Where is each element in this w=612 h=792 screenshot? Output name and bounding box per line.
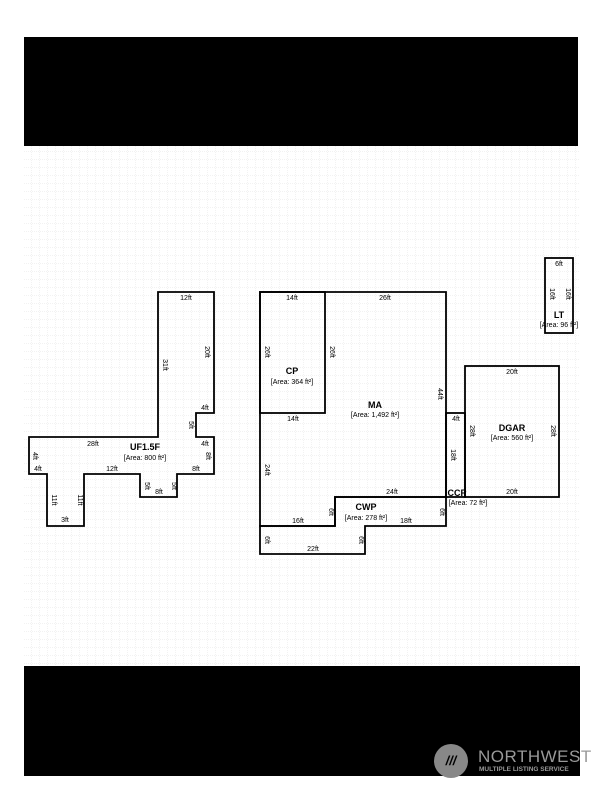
dimension-label: 8ft bbox=[192, 466, 200, 473]
room-area: [Area: 364 ft²] bbox=[271, 379, 313, 386]
room-area: [Area: 278 ft²] bbox=[345, 515, 387, 522]
dimension-label: 11ft bbox=[50, 494, 57, 505]
dimension-label: 20ft bbox=[506, 369, 518, 376]
dimension-label: 6ft bbox=[357, 536, 364, 544]
room-name: LT bbox=[554, 310, 565, 320]
dimension-label: 5ft bbox=[187, 421, 194, 429]
logo-mountains-icon: /// bbox=[434, 744, 468, 778]
logo-name: NORTHWEST bbox=[478, 747, 592, 766]
dimension-label: 24ft bbox=[263, 464, 270, 476]
room-name: UF1.5F bbox=[130, 442, 161, 452]
dimension-label: 16ft bbox=[564, 288, 571, 300]
nwmls-logo: /// NORTHWEST MULTIPLE LISTING SERVICE bbox=[434, 744, 591, 778]
grid-background bbox=[24, 146, 580, 666]
dimension-label: 11ft bbox=[76, 494, 83, 505]
dimension-label: 18ft bbox=[449, 449, 456, 461]
dimension-label: 28ft bbox=[549, 425, 556, 437]
room-area: [Area: 72 ft²] bbox=[449, 500, 488, 507]
dimension-label: 28ft bbox=[87, 441, 99, 448]
room-name: CCP bbox=[447, 488, 466, 498]
dimension-label: 22ft bbox=[307, 546, 319, 553]
room-dgar-outline bbox=[464, 365, 560, 498]
dimension-label: 16ft bbox=[548, 288, 555, 300]
dimension-label: 6ft bbox=[263, 536, 270, 544]
dimension-label: 18ft bbox=[400, 518, 412, 525]
dimension-label: 4ft bbox=[34, 466, 42, 473]
dimension-label: 6ft bbox=[555, 261, 563, 268]
dimension-label: 4ft bbox=[452, 416, 460, 423]
room-name: MA bbox=[368, 400, 382, 410]
dimension-label: 26ft bbox=[328, 346, 335, 358]
top-black-band bbox=[24, 37, 578, 146]
dimension-label: 12ft bbox=[106, 466, 118, 473]
dimension-label: 28ft bbox=[468, 425, 475, 437]
dimension-label: 6ft bbox=[327, 508, 334, 516]
bottom-black-band bbox=[24, 666, 580, 776]
dimension-label: 14ft bbox=[287, 416, 299, 423]
dimension-label: 26ft bbox=[379, 295, 391, 302]
dimension-label: 20ft bbox=[203, 346, 210, 358]
dimension-label: 14ft bbox=[286, 295, 298, 302]
dimension-label: 44ft bbox=[436, 388, 443, 400]
dimension-label: 31ft bbox=[161, 359, 168, 371]
room-area: [Area: 560 ft²] bbox=[491, 435, 533, 442]
dimension-label: 4ft bbox=[31, 452, 38, 460]
dimension-label: 20ft bbox=[506, 489, 518, 496]
dimension-label: 3ft bbox=[61, 517, 69, 524]
room-uf-outline bbox=[28, 291, 215, 527]
room-area: [Area: 96 ft²] bbox=[540, 322, 579, 329]
dimension-label: 8ft bbox=[204, 452, 211, 460]
dimension-label: 24ft bbox=[386, 489, 398, 496]
room-cp-outline bbox=[259, 291, 326, 414]
dimension-label: 4ft bbox=[201, 441, 209, 448]
dimension-label: 26ft bbox=[263, 346, 270, 358]
dimension-label: 8ft bbox=[155, 489, 163, 496]
logo-subtitle: MULTIPLE LISTING SERVICE bbox=[479, 766, 569, 773]
room-lt-outline bbox=[544, 257, 574, 334]
dimension-label: 5ft bbox=[170, 482, 177, 490]
dimension-label: 16ft bbox=[292, 518, 304, 525]
dimension-label: 6ft bbox=[438, 508, 445, 516]
room-area: [Area: 800 ft²] bbox=[124, 455, 166, 462]
room-name: DGAR bbox=[499, 423, 526, 433]
room-name: CWP bbox=[356, 502, 377, 512]
room-area: [Area: 1,492 ft²] bbox=[351, 412, 399, 419]
room-name: CP bbox=[286, 366, 299, 376]
room-cwp-outline bbox=[259, 496, 447, 555]
dimension-label: 12ft bbox=[180, 295, 192, 302]
dimension-label: 5ft bbox=[143, 482, 150, 490]
dimension-label: 4ft bbox=[201, 405, 209, 412]
